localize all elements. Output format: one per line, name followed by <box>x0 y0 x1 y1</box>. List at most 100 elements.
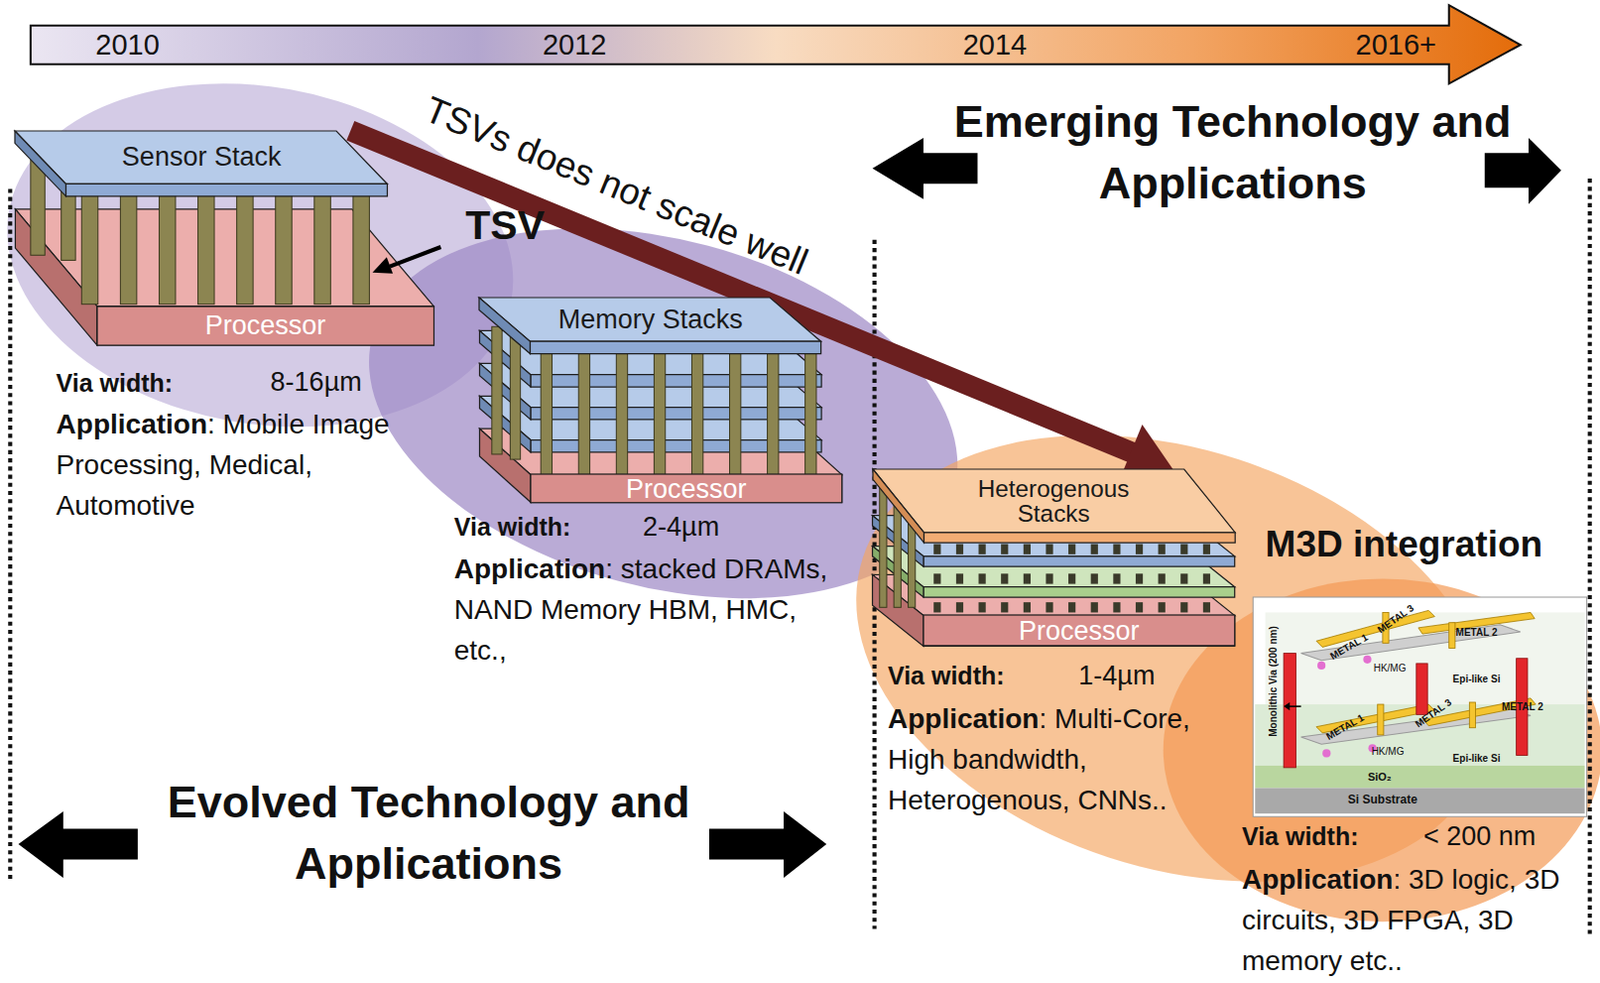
slab-face <box>923 587 1235 598</box>
micro-bump <box>933 573 941 584</box>
trend-arrow <box>350 130 1173 481</box>
bold-text: Evolved Technology and Applications <box>167 776 691 889</box>
tsv-pillar <box>314 189 331 304</box>
micro-bump <box>1203 573 1211 584</box>
tsv-pillar <box>237 189 253 304</box>
sensor-stack-plate: Sensor Stack <box>14 130 387 197</box>
bold-text: M3D integration <box>1265 523 1544 565</box>
tsv-pillar <box>353 189 370 304</box>
bold-text: Application <box>1241 863 1393 895</box>
tsv-pillar <box>275 189 292 304</box>
node-label: Processor <box>1018 616 1140 645</box>
micro-bump <box>956 543 964 554</box>
layer-label: Epi-like Si <box>1453 753 1501 766</box>
micro-bump <box>956 573 964 584</box>
node-label: Sensor Stack <box>122 142 282 171</box>
micro-bump <box>1203 543 1211 554</box>
via-width-label: Via width: <box>1241 822 1359 852</box>
bold-text: Epi-like Si <box>1453 753 1501 765</box>
tsv-pillar <box>615 347 627 477</box>
plain-text: 2014 <box>963 29 1028 62</box>
slab-face <box>923 556 1235 567</box>
memory-stack-plate: Memory Stacks <box>479 297 822 355</box>
micro-bump <box>1068 543 1076 554</box>
divider-line <box>9 178 1590 935</box>
micro-bump <box>1091 573 1099 584</box>
via-width-label: Via width: <box>56 369 174 398</box>
bold-text: TSV <box>465 203 545 249</box>
bold-text: METAL 2 <box>1456 626 1498 638</box>
via-width-value: < 200 nm <box>1423 821 1536 853</box>
bold-text: Monolithic Via (200 nm) <box>1267 625 1279 738</box>
arrow-shaft <box>350 130 1135 455</box>
bold-text: Via width: <box>56 369 174 397</box>
micro-bump <box>1135 602 1143 613</box>
slab-face <box>872 469 924 543</box>
plain-text: 1-4µm <box>1078 660 1155 691</box>
processor-face: Processor <box>923 615 1235 646</box>
layer-label: Monolithic Via (200 nm) <box>1267 625 1280 738</box>
heterogeneous-stack-plate: Heterogenous Stacks <box>872 469 1235 543</box>
tsv-pillar <box>198 189 215 304</box>
node-label: Processor <box>205 311 327 340</box>
micro-bump <box>1180 543 1188 554</box>
via-width-label: Via width: <box>454 512 572 542</box>
slab-face <box>66 183 388 196</box>
plain-text: < 200 nm <box>1423 821 1536 852</box>
bold-text: Si Substrate <box>1348 792 1418 807</box>
micro-bump <box>1112 602 1120 613</box>
year-label: 2012 <box>542 29 608 63</box>
micro-bump <box>979 543 986 554</box>
plain-text: 2-4µm <box>642 511 720 542</box>
bold-text: Via width: <box>1241 822 1359 851</box>
micro-bump <box>933 602 941 613</box>
plain-text: HK/MG <box>1373 662 1407 674</box>
tsv-pillar <box>509 326 520 460</box>
section-title: Evolved Technology and Applications <box>137 771 720 895</box>
micro-bump <box>1045 543 1053 554</box>
micro-bump <box>1135 573 1143 584</box>
bold-text: Emerging Technology and Applications <box>954 96 1512 209</box>
slab-face <box>14 130 66 197</box>
micro-bump <box>1068 573 1076 584</box>
micro-bump <box>1158 543 1166 554</box>
layer-label: METAL 2 <box>1456 626 1498 639</box>
node-label: Heterogenous Stacks <box>946 476 1161 527</box>
processor-face: Processor <box>97 306 434 346</box>
slab-face <box>923 532 1235 543</box>
tsv-pointer <box>371 246 441 274</box>
layer-label: SiO₂ <box>1367 770 1392 784</box>
slab-face <box>923 615 1235 646</box>
via-width-value: 2-4µm <box>642 511 720 543</box>
tsv-pillar <box>691 347 703 477</box>
micro-bump <box>933 543 941 554</box>
year-label: 2010 <box>95 29 160 63</box>
layer-label: METAL 2 <box>1501 701 1544 714</box>
layer-label: HK/MG <box>1373 662 1407 675</box>
tsv-label: TSV <box>465 203 545 250</box>
tsv-pillar <box>81 189 98 304</box>
section-title: Emerging Technology and Applications <box>941 91 1523 215</box>
node-label: Processor <box>625 475 747 503</box>
slab-face <box>530 474 843 503</box>
layer-label: Epi-like Si <box>1453 673 1501 686</box>
micro-bump <box>1000 602 1008 613</box>
timeline-arrow <box>30 4 1521 84</box>
slab-face <box>530 475 843 503</box>
micro-bump <box>1135 543 1143 554</box>
tsv-pillar <box>492 326 502 455</box>
micro-bump <box>1158 573 1166 584</box>
tsv-pillar <box>540 347 552 477</box>
plain-text: 2010 <box>95 29 160 62</box>
application-text: Application: Mobile Image Processing, Me… <box>56 403 393 526</box>
era-ellipse <box>327 167 999 659</box>
tsv-pillar <box>120 189 136 304</box>
micro-bump <box>1091 602 1099 613</box>
micro-bump <box>1112 573 1120 584</box>
bold-text: Application <box>887 703 1039 735</box>
bold-text: Application <box>454 553 606 585</box>
micro-bump <box>956 602 964 613</box>
bold-text: METAL 2 <box>1501 701 1544 713</box>
slab-face <box>923 615 1235 647</box>
tsv-pillar <box>158 189 175 304</box>
